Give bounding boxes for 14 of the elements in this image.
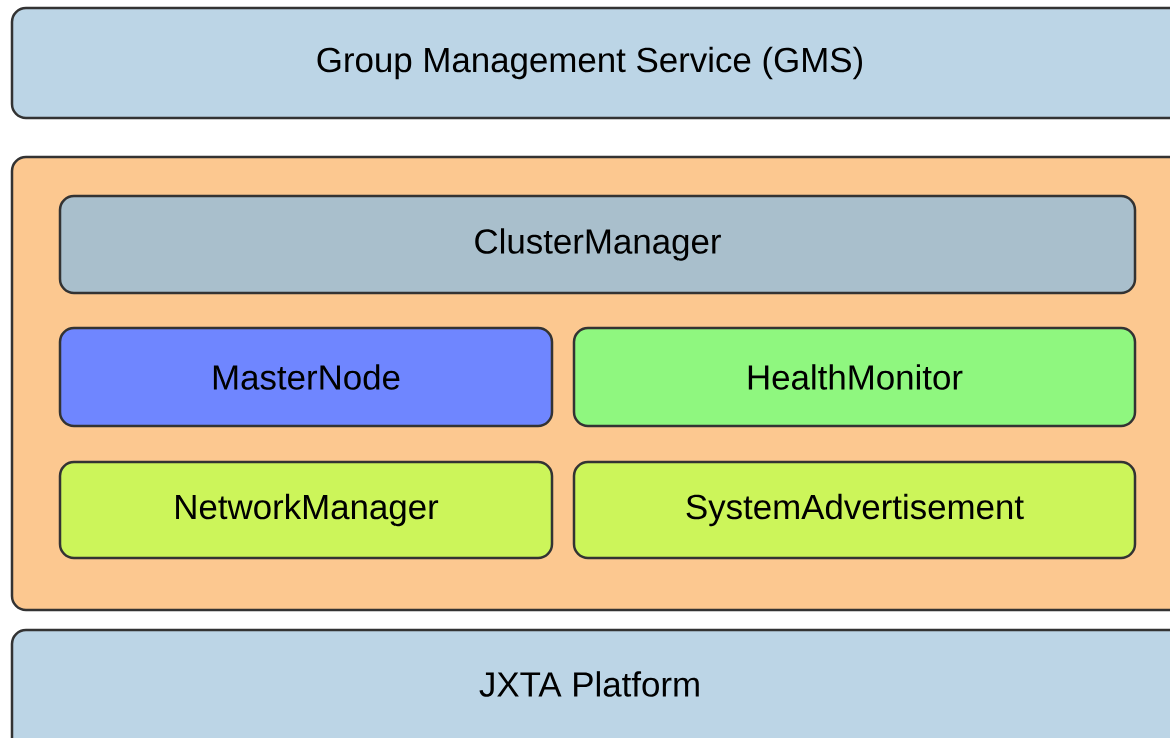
node-label: HealthMonitor — [748, 364, 963, 390]
node-label: SystemAdvertisement — [686, 493, 1024, 527]
node-label: ClusterManager — [475, 228, 721, 261]
node-label: Group Management Service (GMS) — [317, 46, 862, 80]
node-label: MasterNode — [213, 364, 400, 390]
component-box — [58, 194, 1137, 295]
layer-box — [10, 6, 1170, 120]
layer-box — [10, 628, 1170, 738]
component-box — [58, 326, 554, 428]
node-label: JXTA Platform — [479, 671, 699, 697]
node-label: NetworkManager — [176, 493, 439, 527]
component-box — [572, 460, 1137, 560]
component-box — [572, 326, 1137, 428]
component-box — [58, 460, 554, 560]
